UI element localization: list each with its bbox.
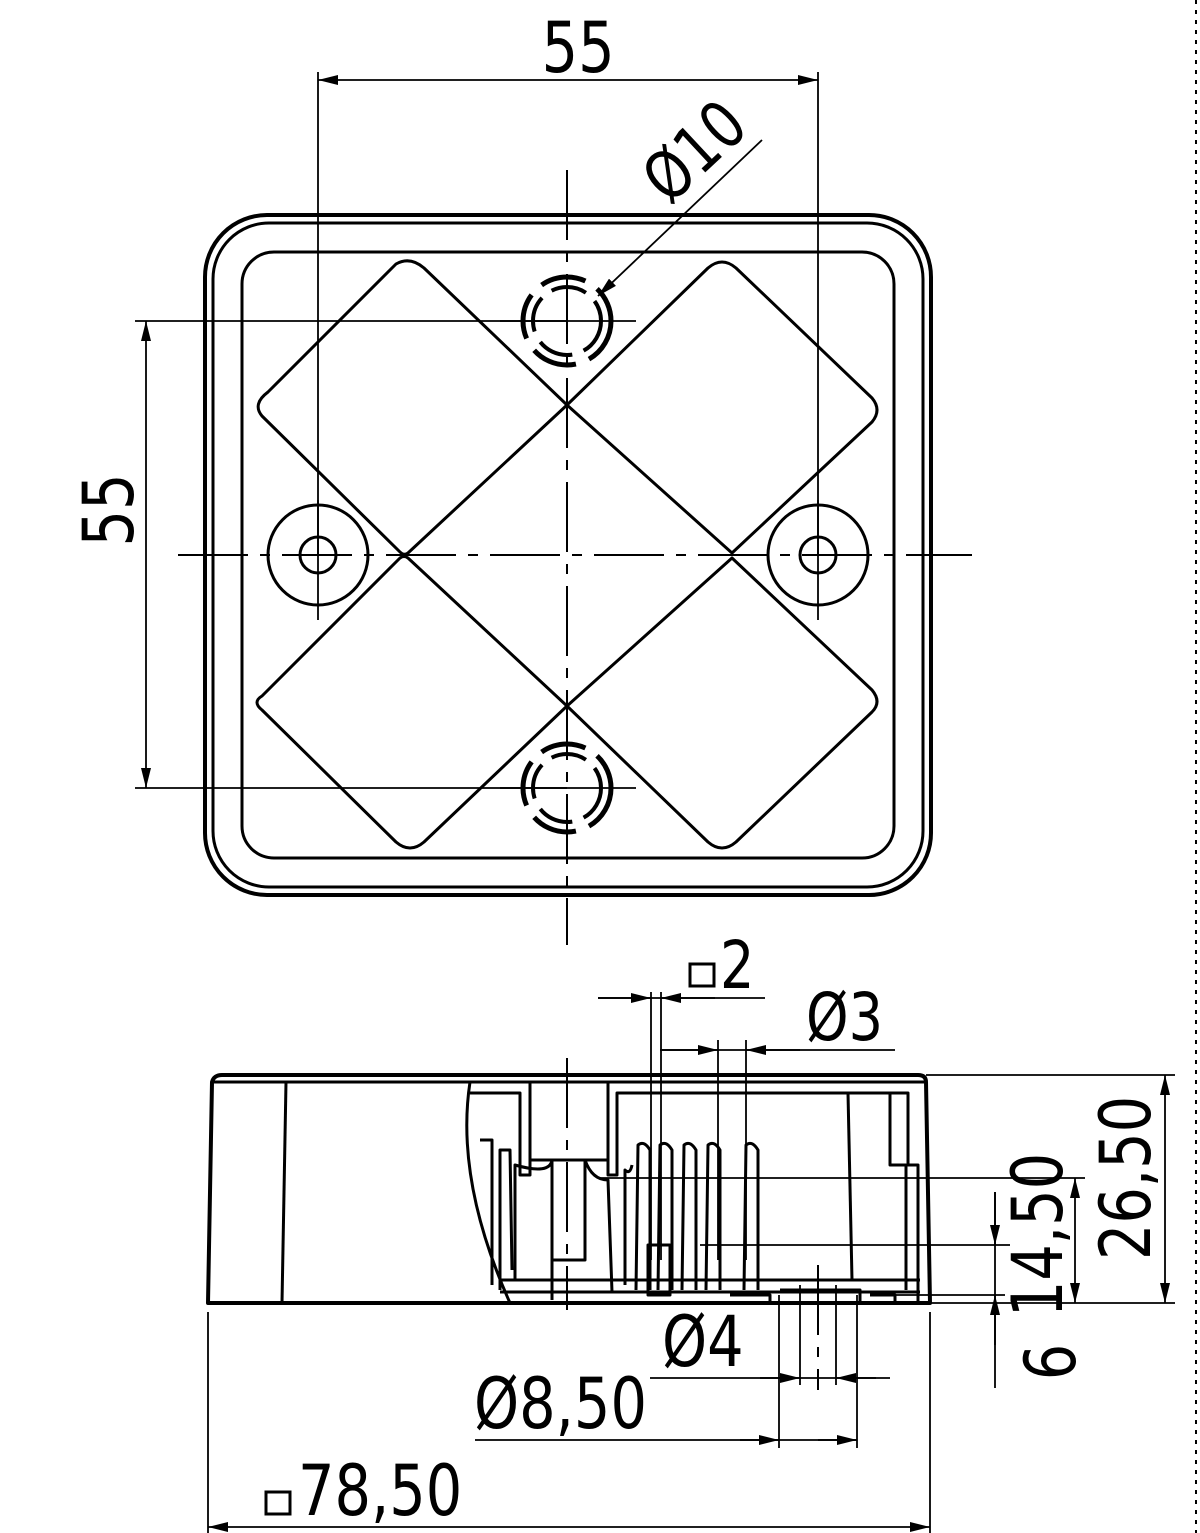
hole-leader bbox=[597, 139, 763, 297]
top-view: 55 55 Ø10 bbox=[70, 9, 972, 945]
fins bbox=[480, 1092, 908, 1300]
base-plate bbox=[500, 1278, 920, 1303]
recess-bottom-left bbox=[255, 555, 569, 850]
side-left-face bbox=[280, 1081, 288, 1304]
dim-width-label: 55 bbox=[542, 9, 615, 90]
section-cut-curve bbox=[465, 1081, 512, 1304]
base-height-label: 6 bbox=[1012, 1344, 1093, 1381]
overall-height-label: 26,50 bbox=[1087, 1096, 1168, 1260]
hole-dim-label: Ø10 bbox=[628, 86, 762, 218]
center-boss bbox=[528, 1082, 610, 1162]
side-outline bbox=[206, 1073, 932, 1305]
square-symbol bbox=[688, 962, 716, 988]
square-dim-label: 2 bbox=[720, 928, 754, 1005]
recess-top-left bbox=[256, 259, 569, 556]
recess-bottom-right bbox=[565, 556, 879, 850]
square-pin-base bbox=[646, 1243, 672, 1297]
square-symbol-width bbox=[264, 1490, 292, 1516]
large-bore-label: Ø8,50 bbox=[474, 1365, 647, 1446]
mid-height-label: 14,50 bbox=[999, 1153, 1080, 1317]
pin-dim-label: Ø3 bbox=[806, 980, 883, 1057]
small-bore-label: Ø4 bbox=[662, 1303, 744, 1384]
recess-top-right bbox=[565, 260, 879, 555]
overall-width-label: 78,50 bbox=[298, 1452, 462, 1533]
dim-height-label: 55 bbox=[70, 473, 151, 546]
side-view: 2 Ø3 26,50 14,50 6 Ø4 Ø8,50 bbox=[206, 928, 1175, 1533]
